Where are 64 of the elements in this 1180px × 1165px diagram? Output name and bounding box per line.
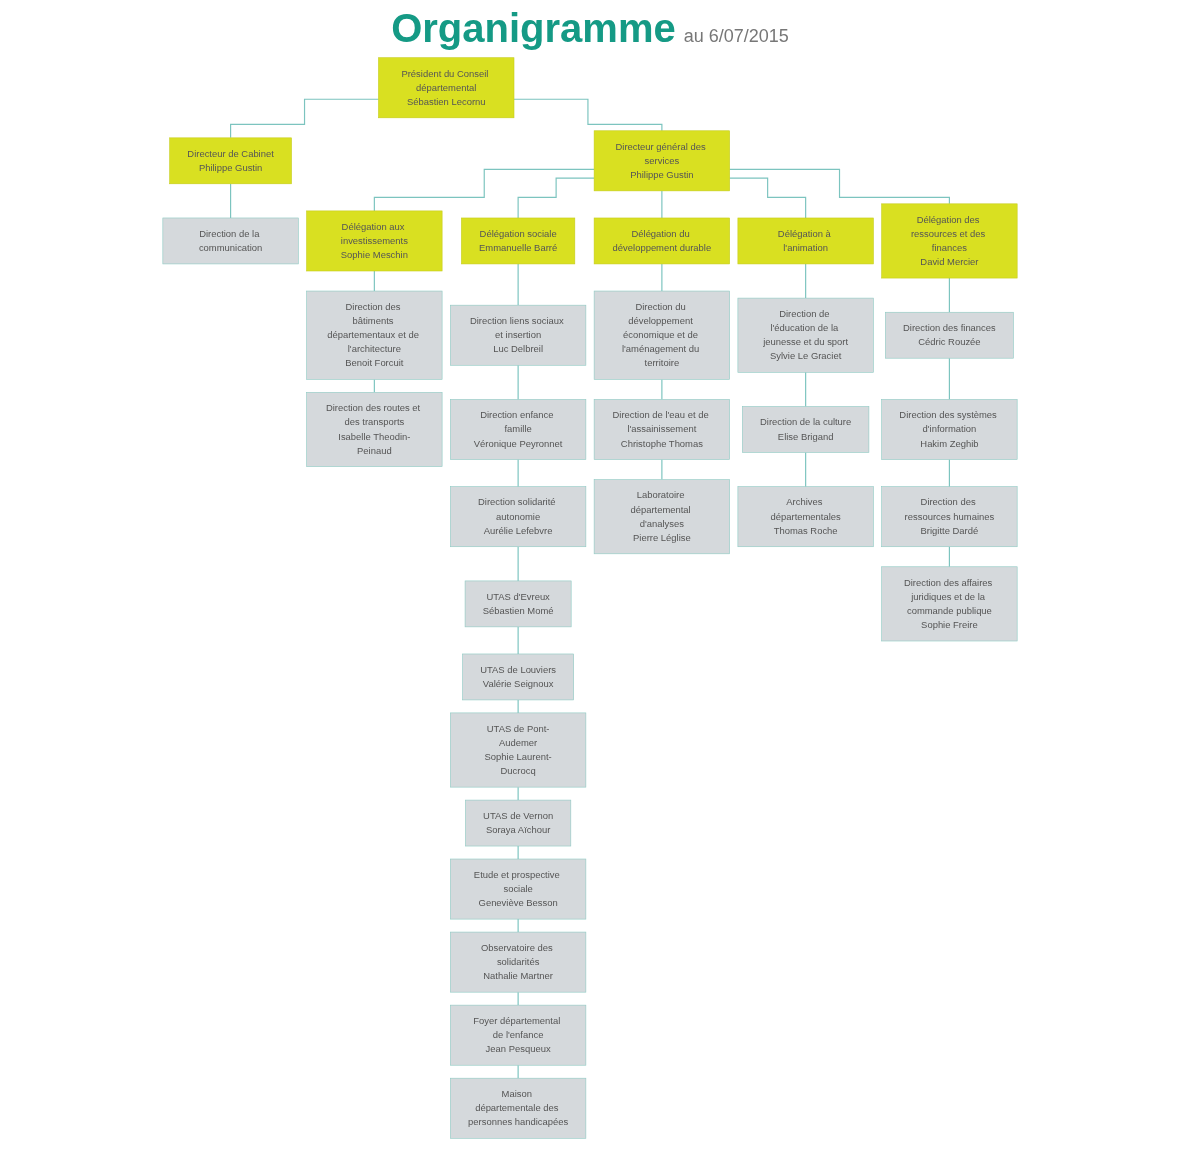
node-box: Maison départementale des personnes handicapées — [450, 1077, 587, 1139]
node-box: UTAS de Pont-Audemer Sophie Laurent-Ducrocq — [450, 712, 587, 788]
connector — [729, 177, 807, 219]
chart-title: Organigramme — [391, 6, 676, 50]
node-box: Délégation aux investissements Sophie Meschin — [306, 210, 443, 272]
node-box: UTAS de Louviers Valérie Seignoux — [462, 653, 574, 701]
node-box: Direction des routes et des transports Isabelle Theodin-Peinaud — [306, 392, 443, 467]
connector — [373, 168, 595, 212]
node-box: Directeur de Cabinet Philippe Gustin — [169, 137, 292, 185]
node-box: Laboratoire départemental d'analyses Pierre Léglise — [593, 479, 730, 555]
node-box: Délégation à l'animation — [737, 217, 874, 265]
node-box: Observatoire des solidarités Nathalie Martner — [450, 931, 587, 993]
connector — [517, 458, 519, 488]
node-box: Direction solidarité autonomie Aurélie Lefebvre — [450, 486, 587, 548]
connector — [729, 168, 950, 205]
node-box: Direction des ressources humaines Brigitte Dardé — [881, 486, 1018, 548]
node-box: Délégation des ressources et des finances David Mercier — [881, 203, 1018, 279]
connector — [517, 1064, 519, 1079]
connector — [805, 371, 807, 408]
node-box: Direction de la communication — [162, 217, 299, 265]
connector — [517, 263, 519, 306]
node-box: Délégation du développement durable — [593, 217, 730, 265]
connector — [661, 458, 663, 481]
connector — [661, 190, 663, 219]
connector — [517, 786, 519, 801]
node-box: Direction des finances Cédric Rouzée — [885, 311, 1014, 359]
connector — [948, 357, 950, 401]
node-box: Direction des systèmes d'information Hakim Zeghib — [881, 399, 1018, 460]
node-box: Direction de l'éducation de la jeunesse et du sport Sylvie Le Graciet — [737, 297, 874, 373]
connector — [230, 98, 380, 139]
connector — [517, 918, 519, 933]
connector — [948, 546, 950, 568]
node-box: Président du Conseil départemental Sébastien Lecornu — [378, 57, 515, 119]
node-box: UTAS de Vernon Soraya Aïchour — [465, 799, 572, 847]
node-box: UTAS d'Evreux Sébastien Momé — [464, 580, 572, 628]
connector — [517, 626, 519, 655]
node-box: Archives départementales Thomas Roche — [737, 486, 874, 548]
connector — [373, 270, 375, 292]
node-box: Direction enfance famille Véronique Peyronnet — [450, 399, 587, 460]
date-note: au 6/07/2015 — [683, 26, 789, 46]
node-box: Directeur général des services Philippe Gustin — [593, 130, 730, 192]
connector — [948, 277, 950, 313]
connector — [230, 183, 232, 219]
connector — [805, 263, 807, 299]
connector — [948, 458, 950, 488]
connector — [661, 263, 663, 292]
node-box: Direction des affaires juridiques et de la commande publique Sophie Freire — [881, 566, 1018, 642]
connector — [661, 378, 663, 401]
connector — [517, 177, 595, 219]
connector — [517, 364, 519, 401]
node-box: Etude et prospective sociale Geneviève Besson — [450, 858, 587, 920]
connector — [517, 991, 519, 1006]
node-box: Direction de la culture Elise Brigand — [742, 406, 870, 453]
connector — [517, 845, 519, 860]
node-box: Direction du développement économique et de l'aménagement du territoire — [593, 290, 730, 380]
node-box: Foyer départemental de l'enfance Jean Pesqueux — [450, 1004, 587, 1066]
connector — [517, 699, 519, 714]
node-box: Direction liens sociaux et insertion Luc Delbreil — [450, 304, 587, 366]
connector — [517, 546, 519, 582]
node-box: Délégation sociale Emmanuelle Barré — [461, 217, 576, 265]
node-box: Direction des bâtiments départementaux et de l'architecture Benoit Forcuit — [306, 290, 443, 380]
connector — [805, 451, 807, 488]
connector — [513, 98, 663, 132]
node-box: Direction de l'eau et de l'assainissement Christophe Thomas — [593, 399, 730, 460]
